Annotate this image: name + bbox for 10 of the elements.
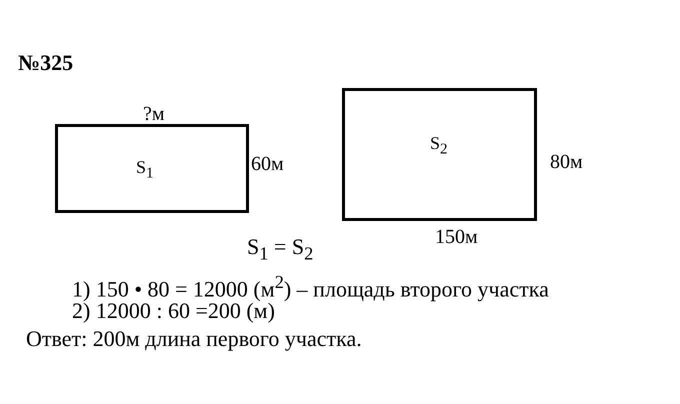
equation: S$_{1}$ = S$_{2}$ <box>247 234 314 264</box>
answer-text: Ответ: 200м длина первого участка. <box>26 326 362 352</box>
problem-number: №325 <box>18 50 74 76</box>
dimension-label: ?м <box>143 103 165 126</box>
dimension-label: 60м <box>251 153 284 176</box>
area-label: S$_{2}$ <box>430 133 448 159</box>
dimension-label: 150м <box>435 226 478 249</box>
area-label: S$_{1}$ <box>136 157 154 183</box>
solution-step: 1) 150 • 80 = 12000 (м$^{2}$) – площадь второго участка <box>72 272 549 302</box>
dimension-label: 80м <box>550 151 583 174</box>
